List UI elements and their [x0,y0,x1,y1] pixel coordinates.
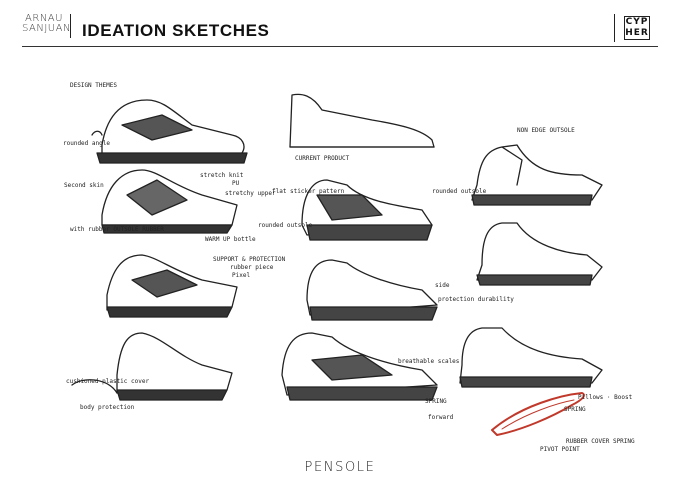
label-forward: forward [428,414,454,421]
label-rounded-outsole: rounded outsole [258,222,313,229]
shoe-sketch-2 [101,169,238,234]
label-pu: PU [232,180,240,187]
label-protection-durability: protection durability [438,296,514,303]
logo-box: CYP HER [624,16,650,40]
label-non-edge-outsole: NON EDGE OUTSOLE [517,127,575,134]
label-rubber-cover-spring: RUBBER COVER SPRING [566,438,635,445]
shoe-sketch-right-3 [459,327,603,388]
label-rubber-outsole: with rubber OUTSOLE RUBBER [70,226,164,233]
shoe-sketch-4 [106,254,238,318]
current-product-sketch [289,93,435,148]
label-rounded-angle: rounded angle [63,140,110,147]
header-rule [22,46,658,47]
shoe-sketch-6 [71,332,233,401]
shoe-sketch-7 [281,332,438,401]
footer-brand: PENSOLE [304,460,376,475]
label-body-protection: body protection [80,404,135,411]
label-pixel: Pixel [232,272,251,279]
shoe-sketch-3 [301,179,433,241]
cypher-logo: CYP HER [614,14,656,42]
shoe-sketch-right-2 [476,222,603,286]
label-stretch-knit: stretch knit [200,172,244,179]
author-logo: ARNAU SANJUAN [22,13,71,34]
label-spring: SPRING [425,398,447,405]
logo-line-2: HER [625,28,649,38]
author-last-name: SANJUAN [22,23,71,34]
sketch-board [71,93,603,436]
spring-sole-sketch [491,392,585,436]
label-rounded-outsole-right: rounded outsole [432,188,487,195]
label-current-product: CURRENT PRODUCT [295,155,350,162]
label-pillows-boost: Pillows · Boost [578,394,633,401]
label-support-protection: SUPPORT & PROTECTION [213,256,286,263]
label-breathable-scales: breathable scales [398,358,460,365]
page-title: IDEATION SKETCHES [82,21,270,40]
label-side: side [435,282,450,289]
logo-line-1: CYP [625,17,649,27]
shoe-sketch-1 [91,99,248,164]
label-warm-up-bottle: WARM UP bottle [205,236,256,243]
shoe-sketch-5 [306,259,438,321]
label-design-themes: DESIGN THEMES [70,82,117,89]
label-flat-sticker: flat sticker pattern [272,188,345,195]
shoe-sketch-right-1 [471,144,603,206]
logo-divider [614,14,615,42]
label-pivot-point: PIVOT POINT [540,446,580,453]
label-second-skin: Second skin [64,182,104,189]
label-stretchy-upper: stretchy upper [225,190,276,197]
author-first-name: ARNAU [25,13,63,24]
label-rubber-piece: rubber piece [230,264,274,271]
header-divider [70,14,71,38]
header: ARNAU SANJUAN IDEATION SKETCHES CYP HER [0,0,680,50]
label-spring-small: SPRING [564,406,586,413]
label-cushioned-plastic: cushioned plastic cover [66,378,150,385]
